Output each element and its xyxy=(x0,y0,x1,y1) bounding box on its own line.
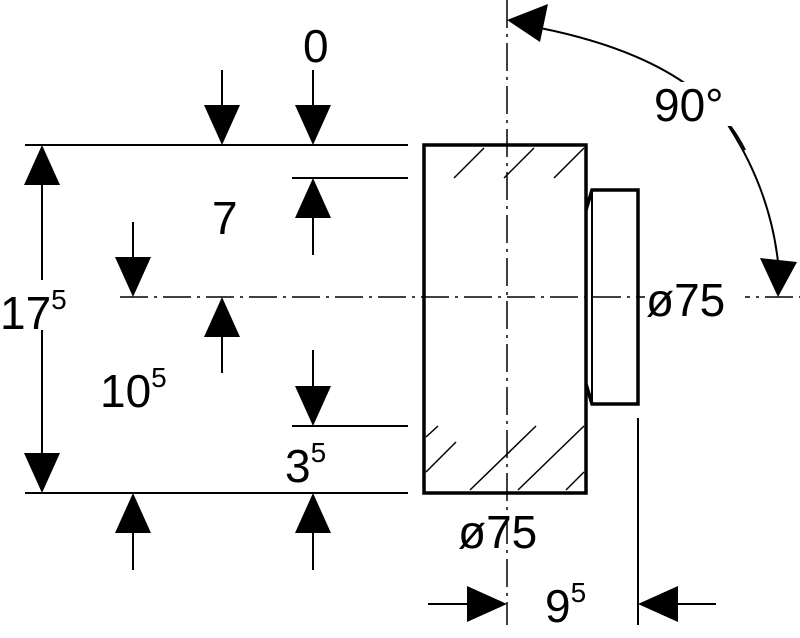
arrow-up-3-5 xyxy=(295,493,331,533)
arrow-down-top-left xyxy=(204,105,240,145)
label-diameter-bottom: ø75 xyxy=(458,506,537,558)
label-10-5: 105 xyxy=(100,362,167,417)
label-9-5: 95 xyxy=(545,577,586,632)
arrow-down-10-5 xyxy=(115,257,151,297)
hatching-bottom xyxy=(425,425,585,491)
arrow-up-bottom-left xyxy=(115,493,151,533)
label-angle-90: 90° xyxy=(654,79,724,131)
arrow-up-10-5 xyxy=(204,297,240,337)
arrow-left-angle xyxy=(507,4,548,42)
arrow-right-9-5 xyxy=(467,586,507,622)
hatching-top xyxy=(453,147,585,179)
arrow-down-17-5 xyxy=(24,453,60,493)
arrow-down-3-5 xyxy=(295,386,331,426)
arrow-down-angle xyxy=(760,258,797,297)
arrow-down-top-right xyxy=(295,105,331,145)
arrow-up-7 xyxy=(295,178,331,218)
angle-arc xyxy=(539,27,746,151)
body-outline xyxy=(422,143,588,495)
label-diameter-right: ø75 xyxy=(646,274,725,326)
label-17-5: 175 xyxy=(0,284,67,339)
label-7: 7 xyxy=(212,192,238,244)
label-0: 0 xyxy=(303,20,329,72)
arrow-left-9-5 xyxy=(638,586,678,622)
label-3-5: 35 xyxy=(285,437,326,492)
arrow-up-17-5 xyxy=(24,145,60,185)
